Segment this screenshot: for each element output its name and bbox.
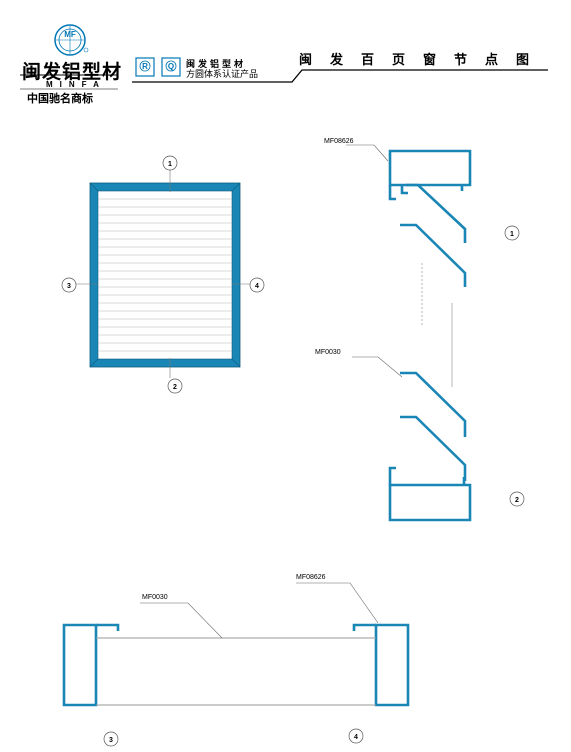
svg-text:4: 4 — [255, 283, 259, 290]
horizontal-callout-4: 4 — [348, 728, 364, 744]
cert-line-1: 闽发铝型材 — [186, 59, 247, 69]
brand-tagline: 中国驰名商标 — [27, 92, 93, 105]
vertical-label-top: MF08626 — [324, 138, 354, 145]
right-jamb-profile — [374, 623, 410, 707]
elevation-callout-3: 3 — [61, 277, 77, 293]
header-graphics: MF R Q — [20, 24, 548, 90]
horizontal-label-blade: MF0030 — [142, 594, 168, 601]
brand-name-cn: 闽发铝型材 — [22, 61, 123, 83]
brand-logo-text: MF — [64, 30, 76, 39]
brand-name-en: MINFA — [46, 80, 106, 89]
cert-r-letter: R — [142, 62, 148, 71]
svg-text:2: 2 — [515, 497, 519, 504]
horizontal-callout-3: 3 — [103, 731, 119, 747]
vertical-callout-1: 1 — [504, 225, 520, 241]
elevation-callout-4: 4 — [249, 277, 265, 293]
svg-text:1: 1 — [168, 161, 172, 168]
svg-text:1: 1 — [510, 231, 514, 238]
elevation-callout-2: 2 — [167, 378, 183, 394]
cert-q-badge-icon: Q — [161, 57, 181, 77]
vertical-section: MF08626 MF0030 1 2 — [315, 138, 525, 522]
top-frame-profile — [388, 149, 472, 187]
drawing-title: 闽发百页窗节点图 — [299, 53, 548, 68]
louver-blade-3 — [400, 415, 467, 481]
horizontal-section: MF0030 MF08626 3 4 — [62, 574, 410, 747]
vertical-label-blade: MF0030 — [315, 349, 341, 356]
horizontal-label-frame: MF08626 — [296, 574, 326, 581]
svg-text:4: 4 — [354, 734, 358, 741]
svg-text:3: 3 — [109, 737, 113, 744]
cert-r-badge-icon: R — [135, 57, 155, 77]
cert-q-letter: Q — [168, 62, 174, 71]
brand-logo-icon: MF — [54, 24, 89, 56]
cert-line-2: 方圆体系认证产品 — [186, 69, 259, 79]
window-elevation: 1 2 3 4 — [61, 155, 265, 394]
svg-text:2: 2 — [173, 384, 177, 391]
elevation-callout-1: 1 — [162, 155, 178, 171]
louver-blade-top — [406, 183, 467, 243]
bottom-frame-profile — [388, 483, 472, 522]
header-rule — [132, 69, 548, 83]
svg-text:3: 3 — [67, 283, 71, 290]
louver-blade-2 — [400, 371, 467, 437]
louver-blade-1 — [400, 223, 467, 287]
vertical-callout-2: 2 — [509, 491, 525, 507]
left-jamb-profile — [62, 623, 98, 707]
elevation-slats — [98, 198, 232, 352]
